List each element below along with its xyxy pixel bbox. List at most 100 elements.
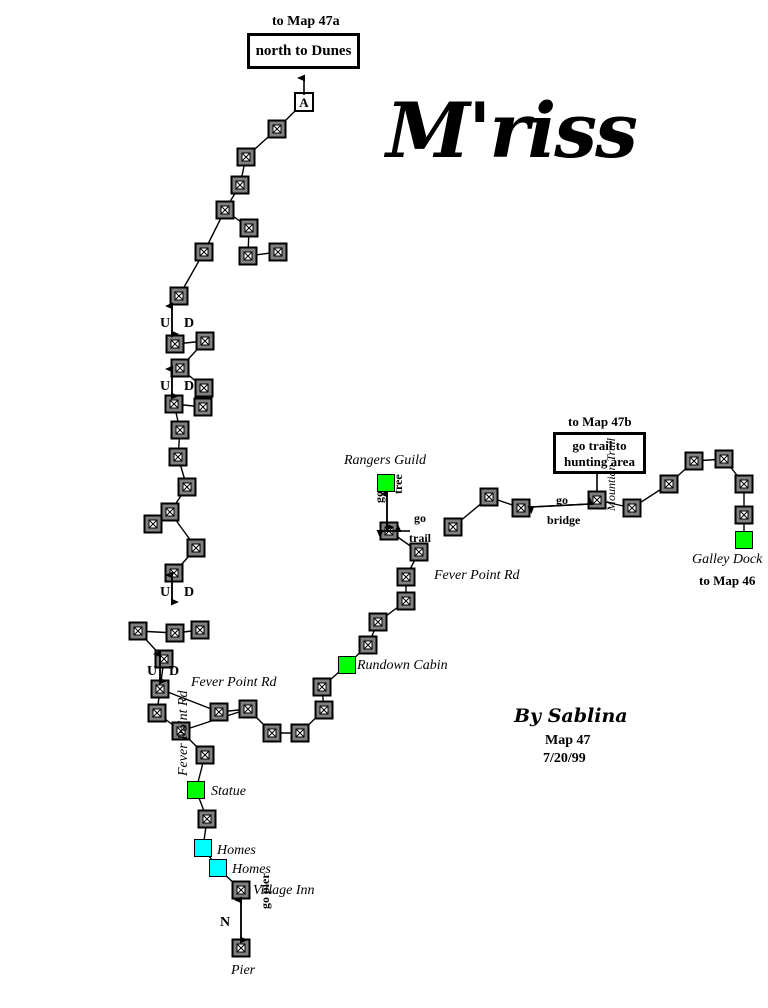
map-room-node[interactable] bbox=[160, 502, 180, 522]
map-room-node[interactable] bbox=[735, 531, 753, 549]
map-room-node[interactable] bbox=[195, 331, 215, 351]
room-cross-icon bbox=[202, 814, 212, 824]
map-room-node[interactable] bbox=[358, 635, 378, 655]
map-room-node[interactable] bbox=[409, 542, 429, 562]
north-marker-n-label: N bbox=[220, 915, 231, 930]
room-cross-icon bbox=[241, 152, 251, 162]
map-room-node[interactable] bbox=[396, 591, 416, 611]
room-cross-icon bbox=[484, 492, 494, 502]
room-cross-icon bbox=[170, 628, 180, 638]
map-room-node[interactable] bbox=[197, 809, 217, 829]
north-exit-caption: to Map 47a bbox=[272, 14, 340, 29]
map-room-node[interactable] bbox=[314, 700, 334, 720]
fever-point-rd-west-label: Fever Point Rd bbox=[191, 675, 277, 690]
map-connections bbox=[137, 101, 745, 891]
map-room-node[interactable] bbox=[209, 859, 227, 877]
map-room-node[interactable] bbox=[150, 679, 170, 699]
map-room-node[interactable] bbox=[128, 621, 148, 641]
map-room-node[interactable] bbox=[267, 119, 287, 139]
map-room-node[interactable] bbox=[239, 218, 259, 238]
page-title: M'riss bbox=[386, 86, 638, 175]
map-exit-marker[interactable]: A bbox=[294, 92, 314, 112]
updown-3-u-label: U bbox=[160, 585, 171, 600]
room-cross-icon bbox=[448, 522, 458, 532]
map-room-node[interactable] bbox=[262, 723, 282, 743]
map-room-node[interactable] bbox=[164, 394, 184, 414]
map-room-node[interactable] bbox=[194, 378, 214, 398]
room-cross-icon bbox=[199, 247, 209, 257]
map-room-node[interactable] bbox=[684, 451, 704, 471]
map-room-node[interactable] bbox=[171, 721, 191, 741]
author-signature: By Sablina bbox=[514, 705, 628, 727]
map-room-node[interactable] bbox=[194, 242, 214, 262]
map-room-node[interactable] bbox=[312, 677, 332, 697]
special-location-square bbox=[209, 859, 227, 877]
map-room-node[interactable] bbox=[186, 538, 206, 558]
map-room-node[interactable] bbox=[714, 449, 734, 469]
map-room-node[interactable] bbox=[268, 242, 288, 262]
room-cross-icon bbox=[401, 572, 411, 582]
room-cross-icon bbox=[592, 495, 602, 505]
room-cross-icon bbox=[267, 728, 277, 738]
room-cross-icon bbox=[664, 479, 674, 489]
room-cross-icon bbox=[243, 251, 253, 261]
map-room-node[interactable] bbox=[238, 246, 258, 266]
room-cross-icon bbox=[195, 625, 205, 635]
map-room-node[interactable] bbox=[215, 200, 235, 220]
room-cross-icon bbox=[191, 543, 201, 553]
map-room-node[interactable] bbox=[177, 477, 197, 497]
homes-upper-label: Homes bbox=[217, 843, 256, 858]
map-room-node[interactable] bbox=[290, 723, 310, 743]
map-room-node[interactable] bbox=[165, 334, 185, 354]
north-exit-box[interactable]: north to Dunes bbox=[247, 33, 360, 69]
map-room-node[interactable] bbox=[169, 286, 189, 306]
room-cross-icon bbox=[200, 750, 210, 760]
map-room-node[interactable] bbox=[443, 517, 463, 537]
map-room-node[interactable] bbox=[231, 880, 251, 900]
room-cross-icon bbox=[175, 425, 185, 435]
map-room-node[interactable] bbox=[511, 498, 531, 518]
map-room-node[interactable] bbox=[659, 474, 679, 494]
updown-2-u-label: U bbox=[160, 379, 171, 394]
room-cross-icon bbox=[295, 728, 305, 738]
map-room-node[interactable] bbox=[170, 420, 190, 440]
map-room-node[interactable] bbox=[187, 781, 205, 799]
exit-marker-label: A bbox=[299, 95, 309, 110]
east-exit-box[interactable]: go trail to hunting area bbox=[553, 432, 646, 474]
map-room-node[interactable] bbox=[230, 175, 250, 195]
homes-lower-label: Homes bbox=[232, 862, 271, 877]
room-cross-icon bbox=[414, 547, 424, 557]
special-location-square bbox=[187, 781, 205, 799]
map-room-node[interactable] bbox=[479, 487, 499, 507]
updown-2-d-label: D bbox=[184, 379, 195, 394]
map-room-node[interactable] bbox=[734, 474, 754, 494]
north-exit-box-label: north to Dunes bbox=[255, 43, 352, 59]
map-room-node[interactable] bbox=[734, 505, 754, 525]
room-cross-icon bbox=[739, 479, 749, 489]
map-room-node[interactable] bbox=[622, 498, 642, 518]
map-room-node[interactable] bbox=[190, 620, 210, 640]
map-room-node[interactable] bbox=[193, 397, 213, 417]
map-room-node[interactable] bbox=[231, 938, 251, 958]
map-room-node[interactable] bbox=[147, 703, 167, 723]
map-room-node[interactable] bbox=[587, 490, 607, 510]
map-room-node[interactable] bbox=[194, 839, 212, 857]
map-room-node[interactable] bbox=[143, 514, 163, 534]
special-location-square bbox=[735, 531, 753, 549]
updown-4-d-label: D bbox=[169, 664, 180, 679]
map-connection bbox=[159, 688, 220, 713]
go-bridge-bridge-label: bridge bbox=[547, 513, 581, 527]
map-room-node[interactable] bbox=[195, 745, 215, 765]
map-room-node[interactable] bbox=[170, 358, 190, 378]
map-room-node[interactable] bbox=[238, 699, 258, 719]
map-room-node[interactable] bbox=[209, 702, 229, 722]
map-room-node[interactable] bbox=[368, 612, 388, 632]
map-room-node[interactable] bbox=[168, 447, 188, 467]
map-number: Map 47 bbox=[545, 733, 591, 748]
map-room-node[interactable] bbox=[396, 567, 416, 587]
map-room-node[interactable] bbox=[164, 563, 184, 583]
map-room-node[interactable] bbox=[338, 656, 356, 674]
map-room-node[interactable] bbox=[236, 147, 256, 167]
map-room-node[interactable] bbox=[165, 623, 185, 643]
